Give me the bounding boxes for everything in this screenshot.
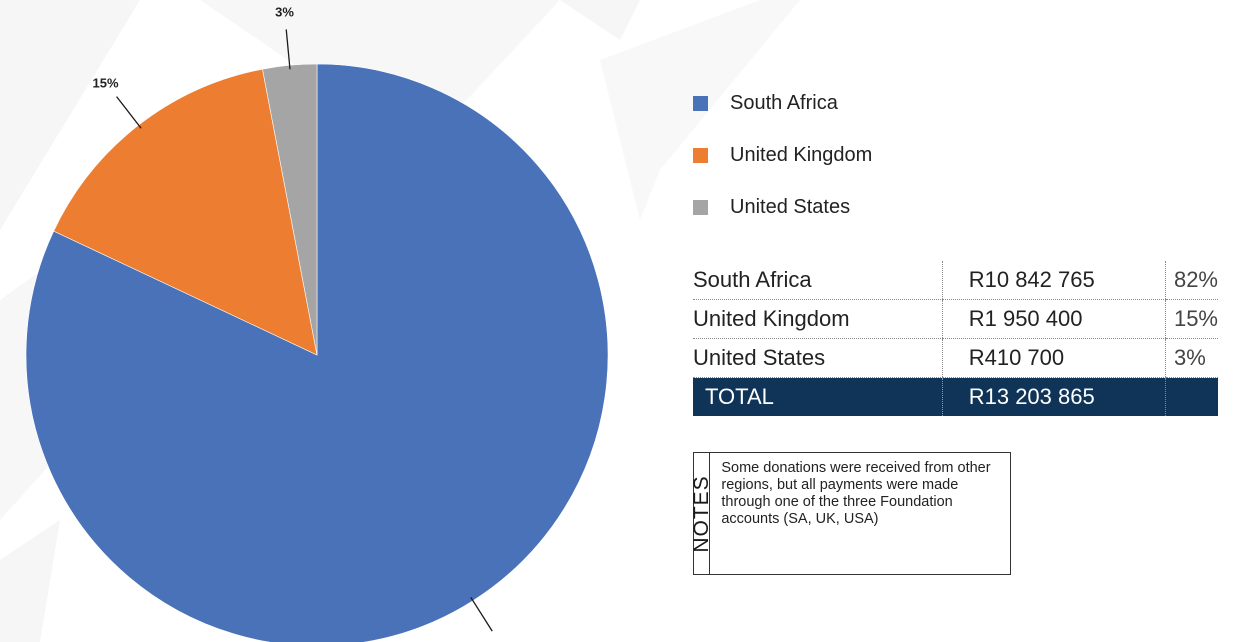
region-cell: United Kingdom	[693, 299, 943, 339]
legend-label: United States	[730, 195, 851, 218]
notes-title-cell: NOTES	[690, 453, 713, 574]
data-label: 15%	[93, 75, 119, 90]
legend-swatch-united-states	[693, 199, 708, 215]
total-percent-cell	[1164, 377, 1218, 416]
total-label: TOTAL	[693, 377, 943, 416]
total-amount: R13 203 865	[941, 377, 1166, 416]
percent-cell: 15%	[1164, 299, 1218, 339]
region-cell: United States	[693, 338, 943, 378]
legend-swatch-united-kingdom	[693, 147, 708, 163]
legend-swatch-south-africa	[693, 95, 708, 111]
legend-item-united-states: United States	[693, 194, 872, 220]
notes-title: NOTES	[689, 474, 713, 553]
amount-cell: R410 700	[941, 338, 1166, 378]
legend-item-united-kingdom: United Kingdom	[693, 142, 872, 168]
donations-summary-table: South Africa R10 842 765 82% United King…	[693, 261, 1218, 416]
legend-item-south-africa: South Africa	[693, 90, 872, 116]
percent-cell: 3%	[1164, 338, 1218, 378]
pie-chart: 82% 15% 3%	[25, 5, 609, 642]
percent-cell: 82%	[1164, 261, 1218, 300]
total-row: TOTAL R13 203 865	[693, 377, 1218, 416]
data-label: 82%	[489, 639, 515, 642]
amount-cell: R10 842 765	[941, 261, 1166, 300]
table-row: South Africa R10 842 765 82%	[693, 261, 1218, 300]
chart-legend: South Africa United Kingdom United State…	[693, 90, 872, 246]
table-row: United Kingdom R1 950 400 15%	[693, 299, 1218, 339]
notes-box: NOTES Some donations were received from …	[690, 452, 1011, 575]
pie-slices	[25, 63, 609, 642]
region-cell: South Africa	[693, 261, 943, 300]
data-label: 3%	[275, 5, 294, 20]
notes-text: Some donations were received from other …	[721, 460, 991, 527]
leader-line	[285, 29, 291, 70]
pie-data-labels: 82% 15% 3%	[93, 5, 516, 642]
leader-line	[116, 96, 142, 129]
legend-label: South Africa	[730, 91, 838, 114]
amount-cell: R1 950 400	[941, 299, 1166, 339]
legend-label: United Kingdom	[730, 143, 873, 166]
pie-leader-lines	[116, 29, 493, 632]
table-row: United States R410 700 3%	[693, 338, 1218, 378]
leader-line	[470, 596, 493, 632]
